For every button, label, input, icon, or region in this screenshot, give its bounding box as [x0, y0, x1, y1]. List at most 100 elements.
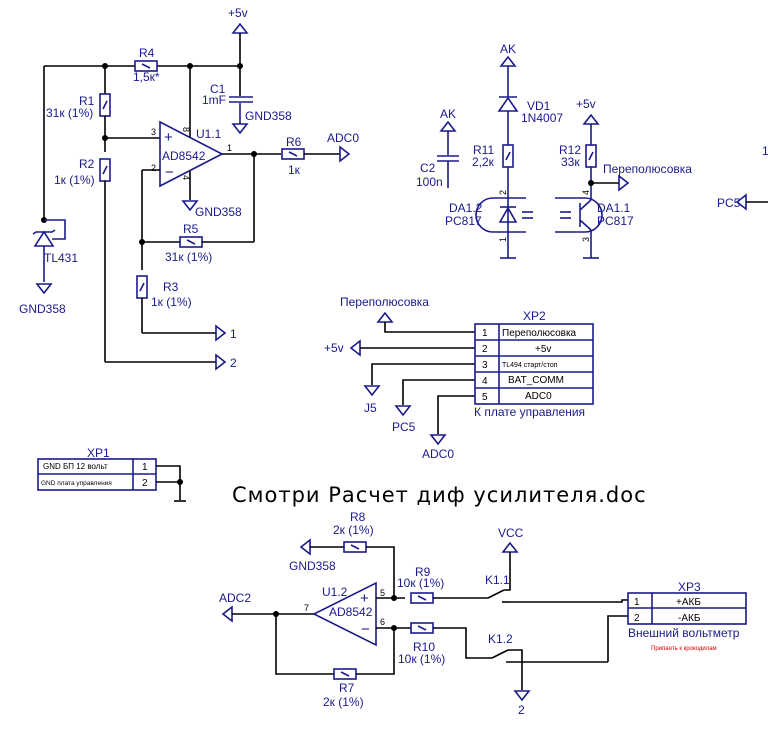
xp1-ref: XP1	[87, 446, 110, 460]
r3-resistor	[136, 275, 148, 299]
adc2-label: ADC2	[219, 591, 251, 605]
svg-text:2: 2	[151, 163, 156, 173]
r7-value: 2к (1%)	[323, 695, 364, 709]
c2-ak-symbol	[440, 121, 456, 132]
k12-net-label: 2	[518, 703, 525, 717]
xp2-row: 2 +5v	[475, 344, 593, 357]
da12-value: PC817	[445, 214, 482, 228]
k11-ref: K1.1	[485, 573, 510, 587]
r8-ref: R8	[350, 510, 366, 524]
r2-resistor	[99, 158, 111, 182]
tl431-symbol	[33, 230, 55, 247]
svg-text:1: 1	[142, 462, 148, 473]
svg-text:−: −	[165, 164, 174, 181]
amp-u12-section: R8 2к (1%) GND358 + − AD8542 U1.2 5 6 7 …	[219, 510, 747, 717]
r8-gnd-flag	[300, 539, 311, 555]
xp2-row: 3 TL494 старт/стоп	[475, 360, 593, 373]
xp1-row-2-name: GND плата управления	[41, 480, 112, 487]
vplus-label: +5v	[228, 6, 248, 20]
r8-gnd-label: GND358	[289, 559, 336, 573]
r12-resistor	[585, 144, 597, 168]
da12-optocoupler	[475, 197, 526, 233]
xp3-note: Припаять к крокодилам	[651, 646, 717, 652]
svg-text:2: 2	[498, 190, 508, 195]
vd1-value: 1N4007	[521, 111, 563, 125]
xp3-row-1-name: +АКБ	[676, 597, 701, 608]
c2-ref: C2	[420, 161, 436, 175]
xp2-ref: XP2	[523, 309, 546, 323]
r1-ref: R1	[79, 94, 95, 108]
r11-value: 2,2к	[472, 155, 495, 169]
svg-text:2: 2	[634, 613, 640, 624]
svg-text:6: 6	[380, 617, 385, 627]
k12-ref: K1.2	[488, 632, 513, 646]
svg-text:2: 2	[142, 478, 148, 489]
svg-text:ADC0: ADC0	[525, 391, 552, 402]
r4-value: 1,5к*	[133, 70, 160, 84]
svg-text:5: 5	[482, 392, 488, 403]
xp2-caption: К плате управления	[474, 405, 585, 419]
r6-ref: R6	[286, 135, 302, 149]
r5-ref: R5	[183, 222, 199, 236]
r12-ref: R12	[559, 143, 581, 157]
adc0-flag	[339, 146, 350, 162]
svg-text:5: 5	[380, 588, 385, 598]
xp3-ref: XP3	[678, 580, 701, 594]
tl431-gnd-symbol	[36, 283, 52, 294]
xp1-row-1-name: GND БП 12 вольт	[43, 462, 108, 471]
xp1-section: XP1 GND БП 12 вольт 1 GND плата управлен…	[37, 446, 186, 502]
da11-optocoupler	[555, 197, 603, 233]
net2-gnd-symbol	[514, 690, 530, 701]
da11-ref: DA1.1	[597, 201, 631, 215]
net1-flag	[215, 325, 226, 341]
svg-text:+5v: +5v	[535, 344, 551, 355]
svg-text:−: −	[361, 621, 370, 638]
r4-ref: R4	[139, 46, 155, 60]
r12-value: 33к	[561, 155, 580, 169]
u12-opamp	[312, 581, 377, 647]
svg-text:3: 3	[482, 360, 488, 371]
vcc-label: VCC	[498, 526, 524, 540]
svg-text:1: 1	[634, 597, 640, 608]
tl431-gnd-label: GND358	[19, 302, 66, 316]
vd1-ref: VD1	[527, 99, 551, 113]
svg-text:1: 1	[227, 143, 232, 153]
r12-vplus-label: +5v	[576, 97, 596, 111]
xp2-adc0-label: ADC0	[422, 447, 454, 461]
r1-value: 31к (1%)	[46, 106, 93, 120]
j5-symbol	[364, 385, 380, 396]
r9-resistor	[410, 592, 434, 604]
svg-text:+: +	[360, 590, 369, 607]
u12-ref: U1.2	[322, 585, 348, 599]
svg-text:1: 1	[482, 328, 488, 339]
u11-ref: U1.1	[196, 127, 222, 141]
r10-ref: R10	[413, 640, 435, 654]
net2-label: 2	[230, 356, 237, 370]
svg-text:2: 2	[482, 344, 488, 355]
r11-resistor	[502, 144, 514, 168]
r10-value: 10к (1%)	[398, 652, 445, 666]
c1-ref: C1	[210, 82, 226, 96]
pc5-label: PC5	[717, 196, 741, 210]
vd1-ak-symbol	[500, 56, 516, 67]
xp3-caption: Внешний вольтметр	[628, 626, 740, 640]
c2-value: 100n	[416, 175, 443, 189]
r5-value: 31к (1%)	[165, 250, 212, 264]
svg-text:4: 4	[482, 376, 488, 387]
adc2-flag	[222, 606, 233, 622]
xp2-vplus-flag	[350, 340, 361, 356]
r10-resistor	[410, 622, 434, 634]
svg-text:+: +	[164, 129, 173, 146]
r2-value: 1к (1%)	[54, 173, 95, 187]
k11-switch	[487, 589, 505, 599]
xp3-row-2-name: -АКБ	[678, 613, 701, 624]
r1-resistor	[99, 93, 111, 117]
perepol-flag	[618, 175, 629, 191]
r8-value: 2к (1%)	[333, 523, 374, 537]
vplus-symbol	[232, 23, 248, 34]
net1-label: 1	[230, 327, 237, 341]
k12-switch	[491, 649, 509, 659]
xp2-perepol-label: Переполюсовка	[340, 295, 429, 309]
svg-text:1: 1	[498, 237, 508, 242]
u11-value: AD8542	[162, 149, 206, 163]
